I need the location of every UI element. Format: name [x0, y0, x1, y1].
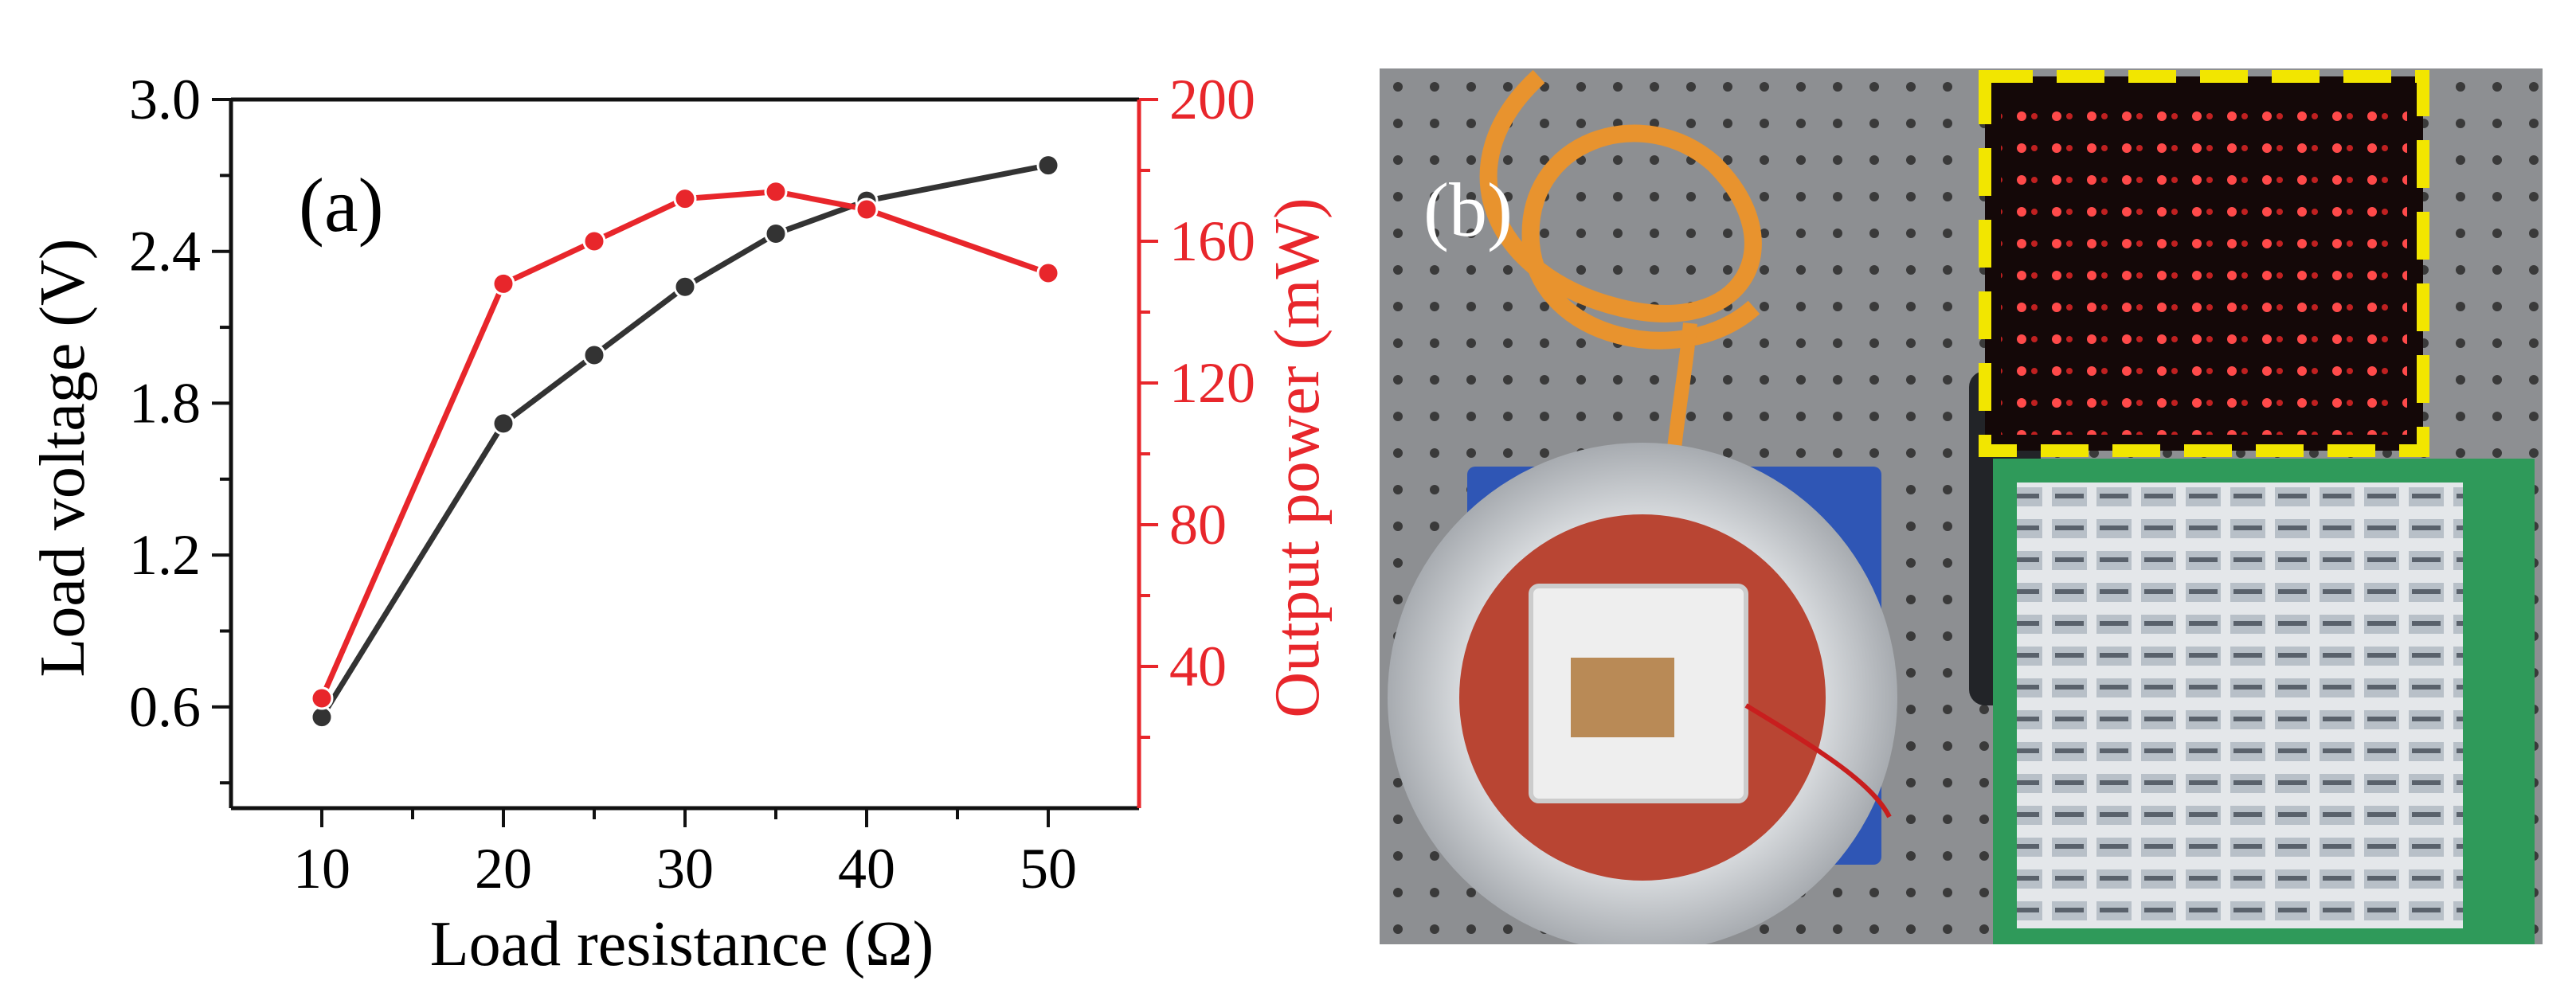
voltage-data-point: [582, 343, 606, 367]
panel-b-label: (b): [1423, 167, 1513, 252]
chart-axes: 10 20 30 40 50 0.6 1.2 1.8 2.4 3.0 40 80 120 160 200: [129, 68, 1255, 901]
voltage-data-point: [673, 275, 697, 299]
power-data-point: [673, 187, 697, 211]
x-tick-label: 50: [1020, 837, 1077, 901]
x-tick-label: 30: [656, 837, 714, 901]
panel-a-label: (a): [299, 162, 384, 248]
y-right-tick-label: 80: [1169, 493, 1227, 557]
x-tick-label: 10: [293, 837, 350, 901]
power-series-line: [319, 189, 1050, 700]
power-data-point: [491, 272, 515, 295]
power-data-point: [310, 686, 334, 710]
power-data-point: [764, 180, 788, 204]
voltage-series-line: [319, 162, 1049, 719]
y-axis-left-title: Load voltage (V): [28, 239, 98, 678]
x-axis-title: Load resistance (Ω): [430, 909, 934, 979]
voltage-data-point: [491, 412, 515, 436]
x-tick-label: 40: [838, 837, 895, 901]
voltage-data-point: [1036, 154, 1060, 178]
orange-cable: [1479, 69, 1762, 350]
lit-led-array: [2001, 92, 2407, 435]
y-left-tick-label: 3.0: [129, 68, 201, 131]
y-left-tick-label: 0.6: [129, 675, 201, 739]
piezo-element: [1571, 658, 1674, 737]
series-points: [310, 154, 1060, 729]
y-right-tick-label: 200: [1169, 68, 1255, 131]
power-data-point: [855, 197, 879, 221]
red-wire: [1744, 703, 1892, 819]
y-left-tick-label: 1.8: [129, 371, 201, 435]
power-data-point: [1036, 261, 1060, 285]
y-left-tick-label: 1.2: [129, 523, 201, 587]
y-left-tick-label: 2.4: [129, 220, 201, 283]
y-axis-right-title: Output power (mW): [1263, 197, 1333, 717]
series-lines: [319, 162, 1050, 719]
y-right-tick-label: 160: [1169, 209, 1255, 273]
power-data-point: [582, 229, 606, 253]
x-tick-label: 20: [475, 837, 532, 901]
y-right-tick-label: 120: [1169, 351, 1255, 415]
y-right-tick-label: 40: [1169, 635, 1227, 698]
voltage-data-point: [764, 221, 788, 245]
chart-panel-a: (a) 10 20 30 40 50 0.6 1.2 1.8 2.4 3.0 40 80 120 160 2…: [28, 68, 1333, 979]
experimental-setup-photo: (b): [1380, 68, 2543, 944]
led-array-rows: [2017, 483, 2463, 928]
